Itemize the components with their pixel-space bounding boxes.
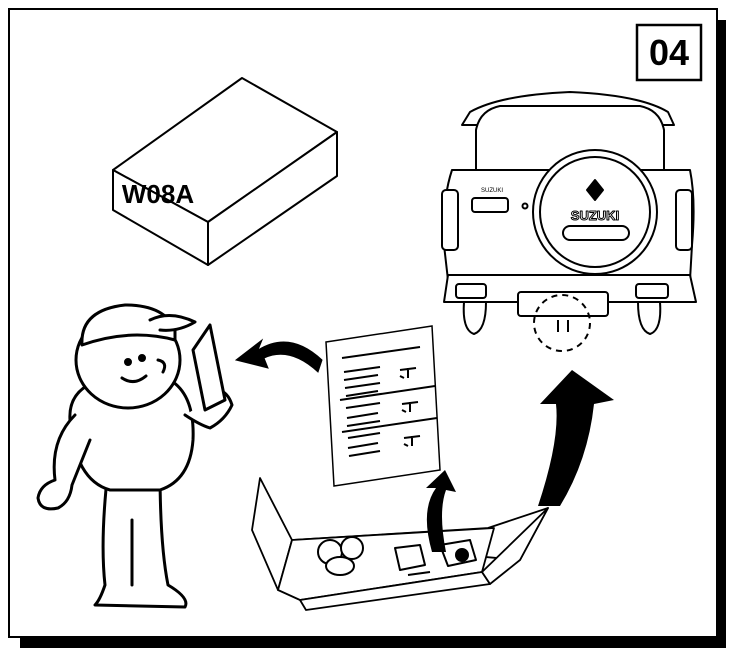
spare-tire-brand: SUZUKI (571, 208, 619, 223)
box-label: W08A (122, 179, 194, 209)
curved-arrow-to-sheet-icon (426, 470, 456, 552)
curved-arrow-to-worker-icon (234, 338, 323, 373)
curved-arrow-to-car-icon (538, 370, 614, 506)
towbar-location-marker-icon (533, 294, 591, 352)
step-number-badge: 04 (635, 23, 703, 82)
towbar-mount-icon (557, 320, 569, 332)
car-rear-view-icon: SUZUKI SUZUKI (441, 91, 697, 335)
step-number: 04 (649, 32, 689, 73)
tailgate-badge: SUZUKI (481, 188, 503, 194)
worker-icon (36, 303, 234, 609)
parts-box: W08A (112, 77, 338, 266)
instruction-sheet-icon (325, 325, 441, 487)
